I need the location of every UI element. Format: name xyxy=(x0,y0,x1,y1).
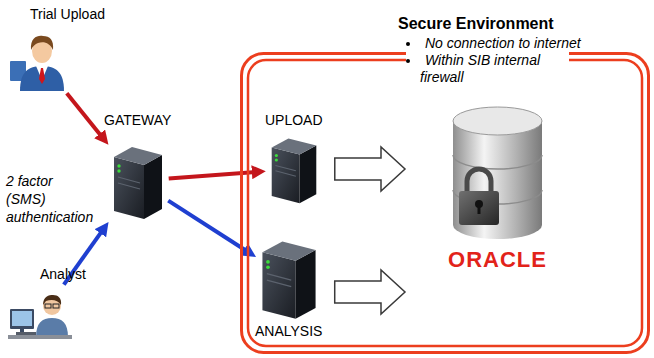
region-title: Secure Environment xyxy=(398,14,581,34)
bullet-note: Within SIB internal firewall xyxy=(406,52,569,86)
person-icon xyxy=(10,27,68,91)
db-band xyxy=(453,155,542,169)
lock-shackle xyxy=(467,169,491,193)
uploader-node: Trial Upload xyxy=(10,6,105,91)
server-slot xyxy=(267,274,291,280)
db-icon xyxy=(445,105,550,245)
server-led xyxy=(266,260,270,264)
lock-body xyxy=(459,191,499,225)
node-label: Trial Upload xyxy=(10,6,105,23)
region-header: Secure EnvironmentNo connection to inter… xyxy=(398,14,581,86)
bullet-note: No connection to internet xyxy=(406,35,581,52)
server-front xyxy=(114,157,144,219)
monitor-screen xyxy=(12,311,32,326)
server-slot xyxy=(118,183,140,189)
server-front xyxy=(262,252,295,319)
edge-label: 2 factor (SMS) authentication xyxy=(6,172,94,226)
node-label: ORACLE xyxy=(448,247,547,273)
analyst-glasses xyxy=(53,304,59,308)
analyst-node: Analyst xyxy=(8,266,86,349)
node-label: UPLOAD xyxy=(265,112,323,129)
person-tie xyxy=(39,68,45,84)
node-label: Analyst xyxy=(8,266,86,283)
flow-arrow xyxy=(67,93,104,139)
server-slot xyxy=(118,177,140,183)
server-led xyxy=(266,265,270,269)
keyboard xyxy=(16,332,36,335)
monitor xyxy=(10,309,34,329)
connectors xyxy=(64,93,405,314)
flow-arrow xyxy=(168,201,250,254)
flow-arrow xyxy=(169,172,259,179)
server-led xyxy=(117,169,120,172)
oracle-database: ORACLE xyxy=(445,105,550,273)
server-top xyxy=(114,147,162,165)
node-label: ANALYSIS xyxy=(255,323,322,340)
person-hair xyxy=(31,36,53,50)
region-inner-line xyxy=(248,60,642,346)
server-led xyxy=(275,158,278,161)
analyst-glasses xyxy=(45,304,51,308)
server-icon xyxy=(268,133,320,205)
server-led xyxy=(275,154,278,157)
server-slot xyxy=(275,165,295,170)
server-side xyxy=(299,146,316,204)
server-top xyxy=(271,138,316,154)
server-slot xyxy=(275,171,295,176)
bullet-list: No connection to internetWithin SIB inte… xyxy=(398,35,581,86)
server-side xyxy=(144,155,162,219)
block-arrow xyxy=(335,270,405,314)
server-front xyxy=(271,147,299,203)
desk xyxy=(8,335,72,339)
analyst-body xyxy=(36,318,68,337)
server-top xyxy=(262,241,315,260)
block-arrow xyxy=(335,147,405,191)
server-slot xyxy=(267,280,291,286)
secure-environment: Secure EnvironmentNo connection to inter… xyxy=(240,52,650,354)
person-body xyxy=(20,66,64,91)
analyst-icon xyxy=(8,287,72,349)
db-top xyxy=(453,107,542,135)
upload-server: UPLOAD xyxy=(265,112,323,205)
server-side xyxy=(295,250,315,319)
node-label: GATEWAY xyxy=(104,112,171,129)
region-outer-line xyxy=(242,54,649,353)
server-icon xyxy=(110,141,166,221)
db-body xyxy=(453,121,542,225)
lock-keyhole xyxy=(478,205,481,214)
server-icon xyxy=(258,235,320,321)
gateway-server: GATEWAY xyxy=(104,112,171,221)
server-led xyxy=(117,164,120,167)
analysis-server: ANALYSIS xyxy=(255,235,322,340)
